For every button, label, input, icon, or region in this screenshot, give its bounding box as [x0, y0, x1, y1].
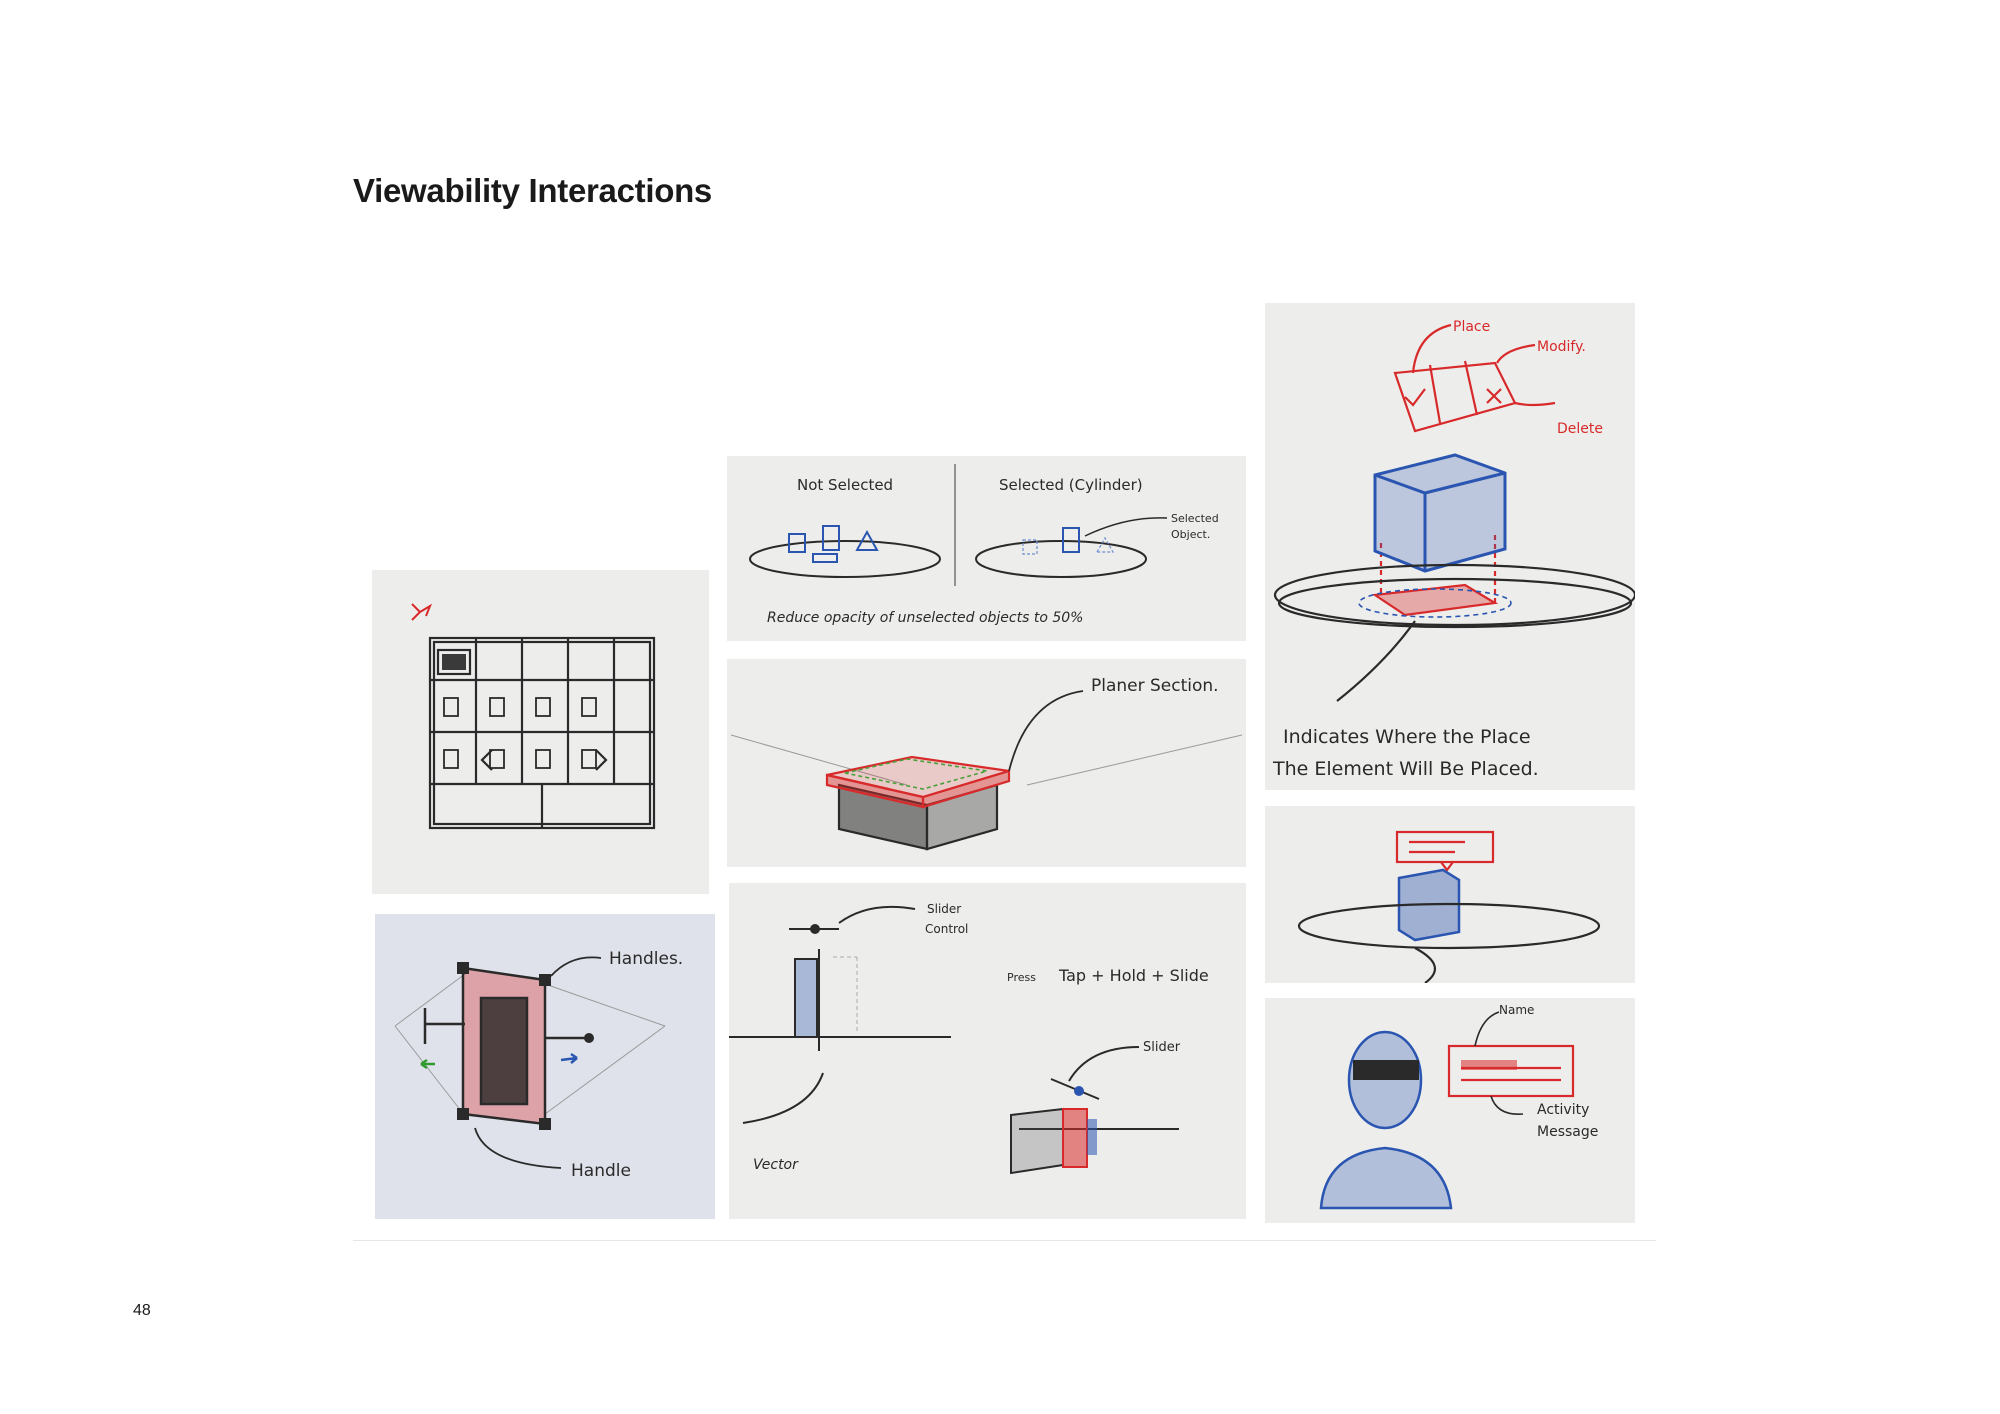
selected-object-label-1: Selected	[1171, 512, 1219, 525]
sketch-selection: Not Selected Selected (Cylinder) Selecte…	[727, 456, 1246, 641]
name-label: Name	[1499, 1003, 1534, 1017]
handle-label: Handle	[571, 1161, 631, 1181]
page-title: Viewability Interactions	[353, 172, 712, 210]
footer-divider	[353, 1240, 1656, 1241]
page-number: 48	[133, 1302, 151, 1320]
gesture-label: Tap + Hold + Slide	[1058, 966, 1209, 985]
planer-section-label: Planer Section.	[1091, 676, 1219, 696]
slider-label: Slider	[1143, 1040, 1181, 1055]
placement-note-1: Indicates Where the Place	[1283, 726, 1531, 748]
selected-label: Selected (Cylinder)	[999, 476, 1143, 494]
activity-message-drawing: Name Activity Message	[1265, 998, 1635, 1223]
slider-control-label-2: Control	[925, 922, 968, 936]
sketch-handles: Handles. Handle	[375, 914, 715, 1219]
opacity-note: Reduce opacity of unselected objects to …	[767, 610, 1083, 626]
planer-section-drawing: Planer Section.	[727, 659, 1246, 867]
message-table-drawing	[1265, 806, 1635, 983]
menu-grid-drawing	[372, 570, 709, 894]
sketch-menu-grid	[372, 570, 709, 894]
delete-label: Delete	[1557, 421, 1603, 437]
modify-label: Modify.	[1537, 339, 1586, 355]
sketch-slider: Slider Control Press Tap + Hold + Slide …	[729, 883, 1246, 1219]
gesture-prefix: Press	[1007, 971, 1036, 984]
sketch-activity-message: Name Activity Message	[1265, 998, 1635, 1223]
sketch-planer-section: Planer Section.	[727, 659, 1246, 867]
slider-control-label-1: Slider	[927, 902, 961, 916]
sketch-message-table	[1265, 806, 1635, 983]
slider-drawing: Slider Control Press Tap + Hold + Slide …	[729, 883, 1246, 1219]
place-label: Place	[1453, 319, 1490, 335]
activity-label-1: Activity	[1537, 1102, 1589, 1118]
handles-label: Handles.	[609, 949, 683, 969]
selected-object-label-2: Object.	[1171, 528, 1210, 541]
not-selected-label: Not Selected	[797, 476, 893, 494]
placement-note-2: The Element Will Be Placed.	[1272, 758, 1539, 780]
activity-label-2: Message	[1537, 1124, 1598, 1140]
selection-drawing: Not Selected Selected (Cylinder) Selecte…	[727, 456, 1246, 641]
placement-drawing: Place Modify. Delete Indicates Where the…	[1265, 303, 1635, 790]
sketch-placement: Place Modify. Delete Indicates Where the…	[1265, 303, 1635, 790]
handles-drawing: Handles. Handle	[375, 914, 715, 1219]
vector-label: Vector	[753, 1157, 799, 1173]
